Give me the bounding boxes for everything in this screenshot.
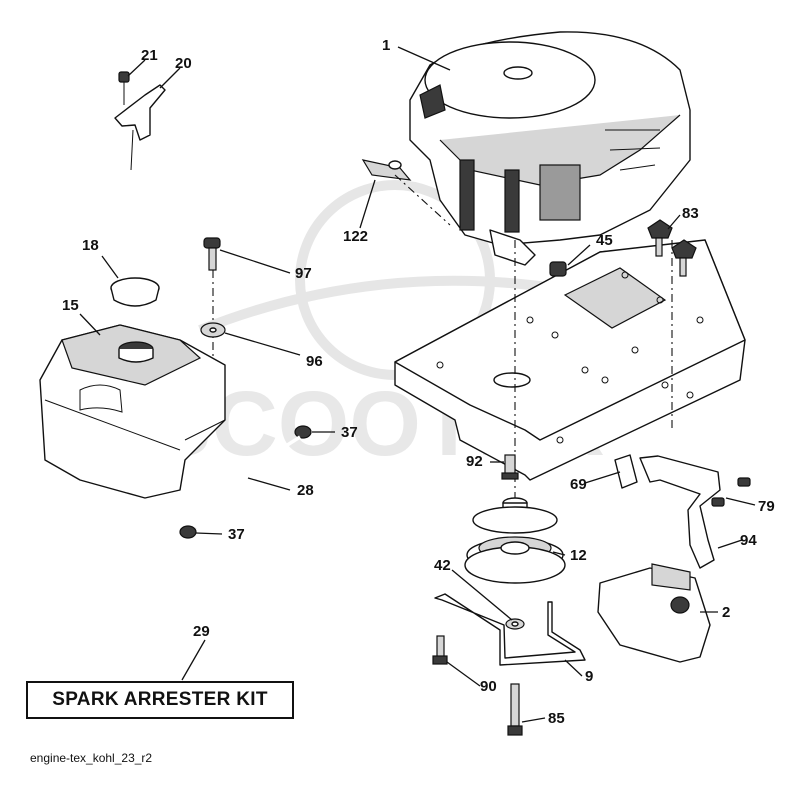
leaders bbox=[79, 46, 756, 723]
callout-37-lower: 37 bbox=[228, 526, 245, 543]
callout-85: 85 bbox=[548, 710, 565, 727]
axis-engine-122 bbox=[394, 174, 451, 226]
part-122 bbox=[361, 159, 412, 181]
part-42 bbox=[505, 618, 525, 630]
part-85 bbox=[507, 683, 523, 736]
part-69 bbox=[614, 454, 638, 489]
part-90 bbox=[432, 635, 448, 665]
fuel-hose bbox=[194, 435, 301, 530]
callout-69: 69 bbox=[570, 476, 587, 493]
part-9 bbox=[434, 593, 586, 666]
engine bbox=[409, 31, 691, 266]
part-20 bbox=[114, 84, 166, 171]
spark-arrester-kit-box: SPARK ARRESTER KIT bbox=[26, 681, 294, 719]
callout-9: 9 bbox=[585, 668, 593, 685]
callout-83: 83 bbox=[682, 205, 699, 222]
callout-15: 15 bbox=[62, 297, 79, 314]
callout-12: 12 bbox=[570, 547, 587, 564]
callout-1: 1 bbox=[382, 37, 390, 54]
spark-arrester-kit-label: SPARK ARRESTER KIT bbox=[52, 689, 268, 710]
pulley bbox=[464, 497, 566, 584]
callout-97: 97 bbox=[295, 265, 312, 282]
part-83 bbox=[647, 219, 697, 277]
callout-20: 20 bbox=[175, 55, 192, 72]
fuel-tank bbox=[39, 324, 226, 499]
fuel-cap bbox=[110, 277, 160, 307]
callout-92: 92 bbox=[466, 453, 483, 470]
callout-90: 90 bbox=[480, 678, 497, 695]
part-45 bbox=[549, 261, 567, 277]
callouts: 1 21 20 122 18 15 97 96 37 28 37 45 83 9… bbox=[62, 37, 775, 727]
callout-21: 21 bbox=[141, 47, 158, 64]
callout-94: 94 bbox=[740, 532, 757, 549]
engine-deck bbox=[394, 239, 746, 481]
callout-2: 2 bbox=[722, 604, 730, 621]
part-96 bbox=[200, 322, 226, 338]
callout-18: 18 bbox=[82, 237, 99, 254]
muffler bbox=[597, 563, 711, 663]
part-97 bbox=[203, 237, 221, 271]
callout-37-upper: 37 bbox=[341, 424, 358, 441]
part-92 bbox=[501, 454, 519, 480]
part-37b bbox=[179, 525, 197, 539]
callout-28: 28 bbox=[297, 482, 314, 499]
part-37a bbox=[294, 425, 312, 439]
callout-29: 29 bbox=[193, 623, 210, 640]
part-94 bbox=[639, 455, 721, 569]
callout-42: 42 bbox=[434, 557, 451, 574]
callout-96: 96 bbox=[306, 353, 323, 370]
callout-79: 79 bbox=[758, 498, 775, 515]
part-21 bbox=[118, 71, 130, 105]
diagram-code: engine-tex_kohl_23_r2 bbox=[30, 751, 153, 765]
part-79 bbox=[711, 477, 751, 507]
callout-45: 45 bbox=[596, 232, 613, 249]
callout-122: 122 bbox=[343, 228, 368, 245]
